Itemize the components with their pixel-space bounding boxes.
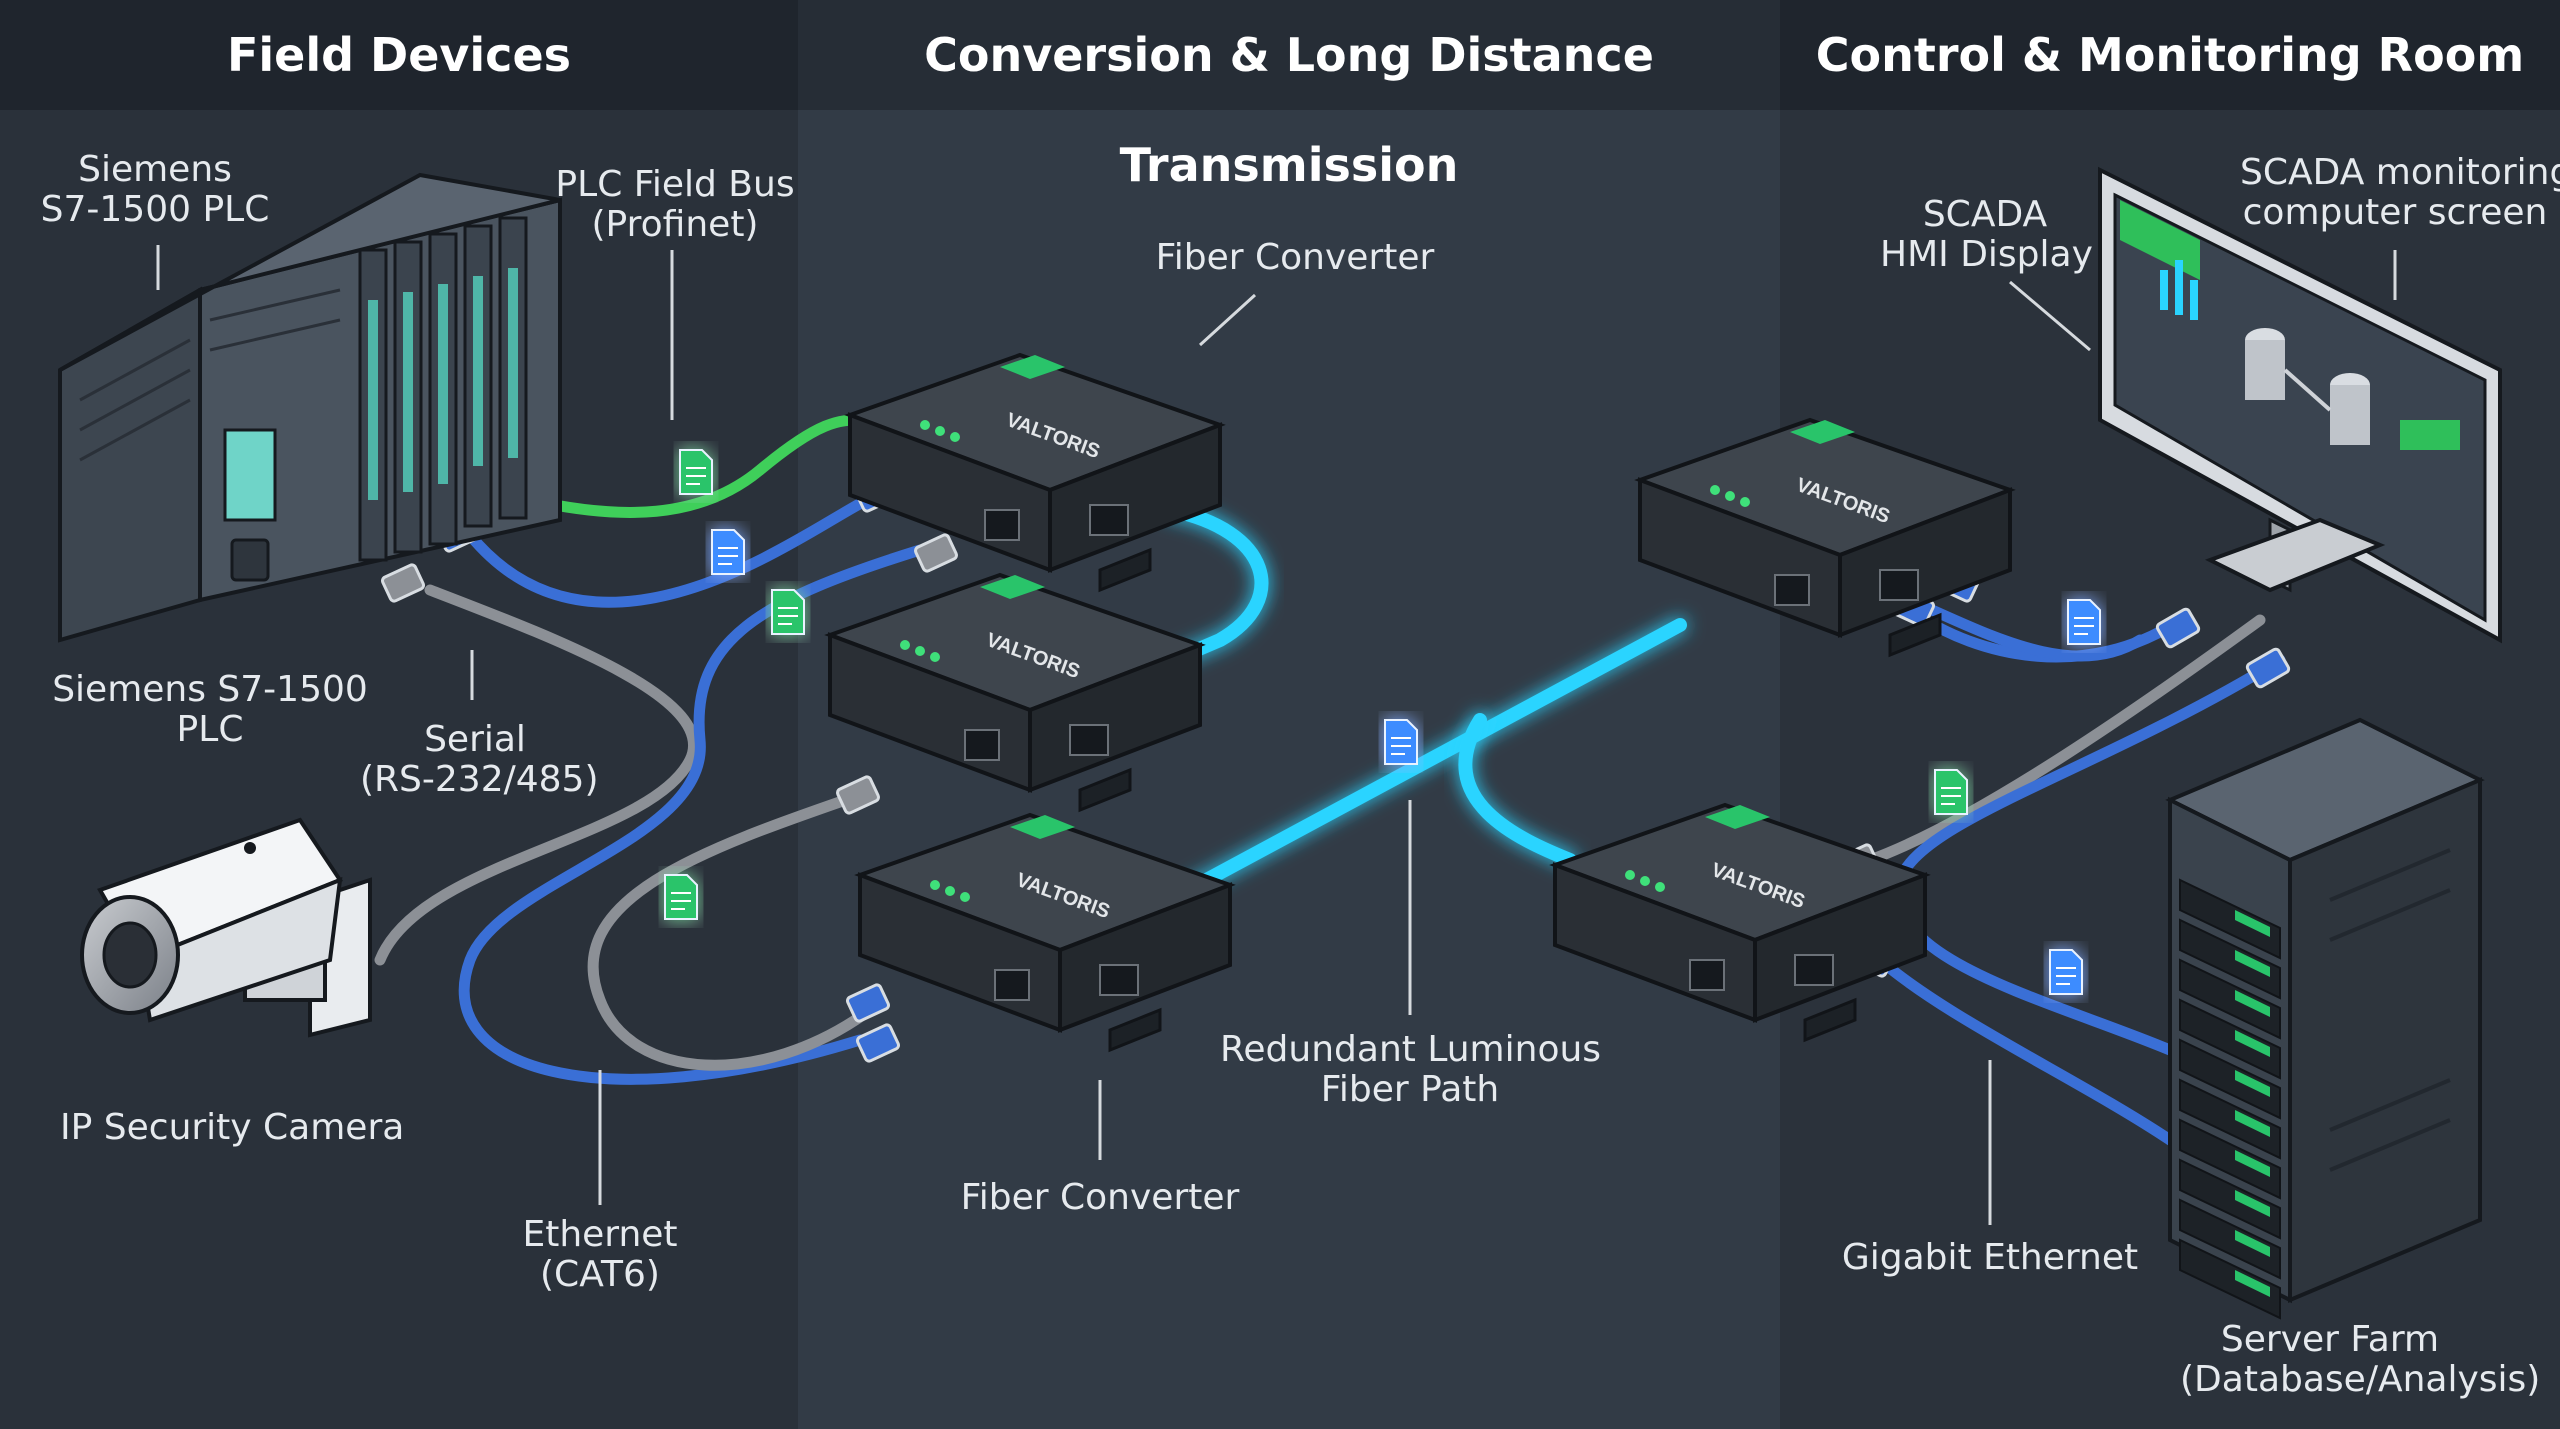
label-ethernet: Ethernet(CAT6)	[522, 1214, 678, 1295]
data-packet-icon	[1384, 719, 1418, 765]
rack-units	[2179, 878, 2281, 1320]
serial-cable	[374, 584, 700, 966]
label-camera: IP Security Camera	[60, 1107, 405, 1148]
label-fieldbus: PLC Field Bus(Profinet)	[555, 164, 795, 245]
plc-vents	[79, 288, 341, 462]
profinet-cable	[524, 414, 866, 518]
label-server: Server Farm(Database/Analysis)	[2180, 1319, 2541, 1400]
plc-top	[59, 172, 561, 372]
label-gigabit: Gigabit Ethernet	[1841, 1237, 2139, 1278]
fiber-converter-middle: VALTORIS	[824, 572, 1206, 813]
fiber-trunk	[1153, 618, 1687, 912]
rj45-plug-icon	[914, 533, 958, 573]
label-fiber-converter-bottom: Fiber Converter	[960, 1177, 1240, 1218]
section-header-conversion: Conversion & Long Distance Transmission	[924, 28, 1654, 192]
siemens-plc-icon	[58, 172, 562, 643]
rj45-plug-icon	[2245, 647, 2291, 689]
fiber-branch	[1458, 713, 1577, 867]
fiber-link-top	[1143, 503, 1269, 677]
gigabit-cable-server	[1874, 954, 2176, 1146]
rj45-plug-icon	[381, 563, 425, 603]
monitor-stand	[2204, 517, 2386, 593]
data-packet-icon	[2067, 599, 2101, 645]
data-packets	[664, 449, 2101, 995]
data-packet-icon	[664, 874, 698, 920]
ip-camera-icon	[80, 817, 372, 1038]
scada-dashboard	[2120, 200, 2460, 450]
ethernet-cable-long	[458, 544, 926, 1085]
plc-keypad	[230, 538, 270, 582]
plc-display-screen	[223, 428, 277, 522]
data-packet-icon	[771, 589, 805, 635]
fiber-links	[1143, 503, 1687, 912]
label-serial: Serial(RS-232/485)	[360, 719, 599, 800]
fiber-converter-top: VALTORIS	[844, 352, 1226, 593]
section-header-field: Field Devices	[226, 28, 572, 82]
fiber-converter-right-bottom: VALTORIS	[1549, 802, 1931, 1043]
data-packet-icon	[679, 449, 713, 495]
ethernet-cable-gray	[587, 789, 876, 1071]
server-rack-icon	[2165, 717, 2485, 1320]
rack-side-vents	[2329, 848, 2451, 1172]
plc-modules	[358, 216, 528, 562]
rj45-plug-icon	[836, 775, 880, 815]
data-packet-icon	[2049, 949, 2083, 995]
label-fiber-converter-top: Fiber Converter	[1155, 237, 1435, 278]
header-bar-middle	[798, 0, 1780, 110]
scada-monitor-icon	[2098, 166, 2502, 644]
monitor-screen	[2113, 192, 2487, 623]
rj45-plug-icon	[846, 983, 890, 1023]
rj45-plug-icon	[2155, 607, 2201, 649]
gigabit-cable-gray	[1864, 614, 2266, 866]
data-packet-icon	[711, 529, 745, 575]
fiber-converter-right-top: VALTORIS	[1634, 417, 2016, 658]
rack-side	[2288, 776, 2482, 1304]
data-packet-icon	[1934, 769, 1968, 815]
leader-lines	[156, 245, 2397, 1225]
ethernet-cable-plc	[464, 489, 886, 608]
fiber-converter-bottom: VALTORIS	[854, 812, 1236, 1053]
section-header-control: Control & Monitoring Room	[1815, 28, 2525, 82]
copper-links	[374, 414, 2286, 1146]
rj45-plug-icon	[856, 1023, 900, 1063]
camera-lens	[102, 921, 158, 989]
